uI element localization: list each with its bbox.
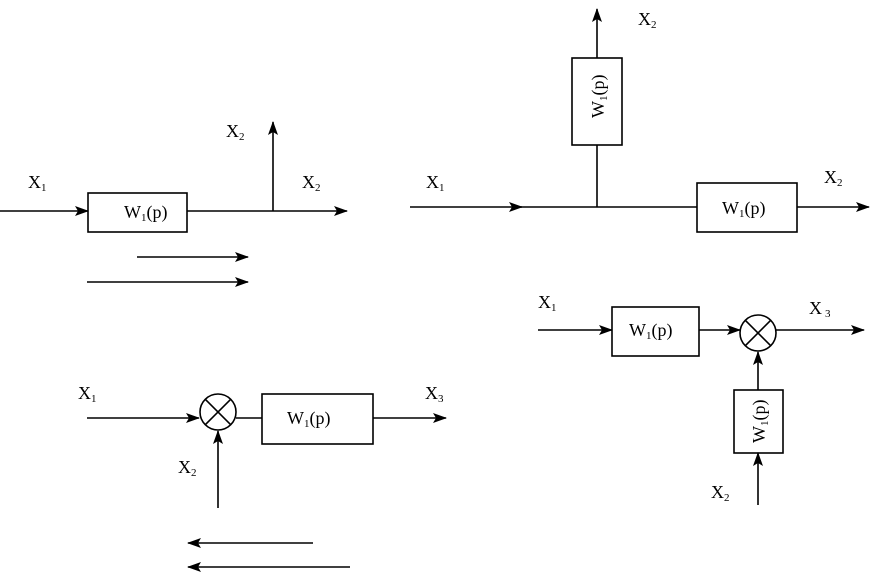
- d4-summing-junction: [739, 314, 777, 352]
- d4-x1-label: X1: [538, 292, 557, 314]
- d2-x2-output-label: X2: [824, 167, 843, 189]
- d1-block-label: W1(p): [124, 202, 168, 224]
- d4-horizontal-block-label: W1(p): [629, 320, 673, 342]
- d3-x3-label: X3: [425, 383, 444, 405]
- d4-horizontal-block: [611, 306, 700, 357]
- d3-block-label: W1(p): [287, 408, 331, 430]
- d3-summing-junction: [199, 393, 237, 431]
- d4-vertical-block: [733, 389, 784, 454]
- diagram-1-branch-after-block: W1(p) X1 X2 X2: [0, 121, 348, 287]
- d2-x1-label: X1: [426, 172, 445, 194]
- d2-horizontal-block-label: W1(p): [722, 198, 766, 220]
- d4-x2-label: X2: [711, 482, 730, 504]
- d3-x2-label: X2: [178, 457, 197, 479]
- d3-x1-label: X1: [78, 383, 97, 405]
- d4-vertical-block-label: W1(p): [749, 400, 771, 444]
- d2-x2-top-label: X2: [638, 9, 657, 31]
- d2-vertical-block: [571, 57, 623, 146]
- d1-x1-label: X1: [28, 172, 47, 194]
- diagram-2-branch-before-block: W1(p) W1(p) X2 X1 X2: [410, 8, 870, 233]
- d1-x2-branch-label: X2: [226, 121, 245, 143]
- d1-block: [87, 192, 188, 233]
- d1-x2-output-label: X2: [302, 172, 321, 194]
- d2-horizontal-block: [696, 182, 798, 233]
- diagram-3-summer-before-block: W1(p) X1 X2 X3: [78, 383, 447, 572]
- d2-vertical-block-label: W1(p): [588, 75, 610, 119]
- d3-block: [261, 393, 374, 445]
